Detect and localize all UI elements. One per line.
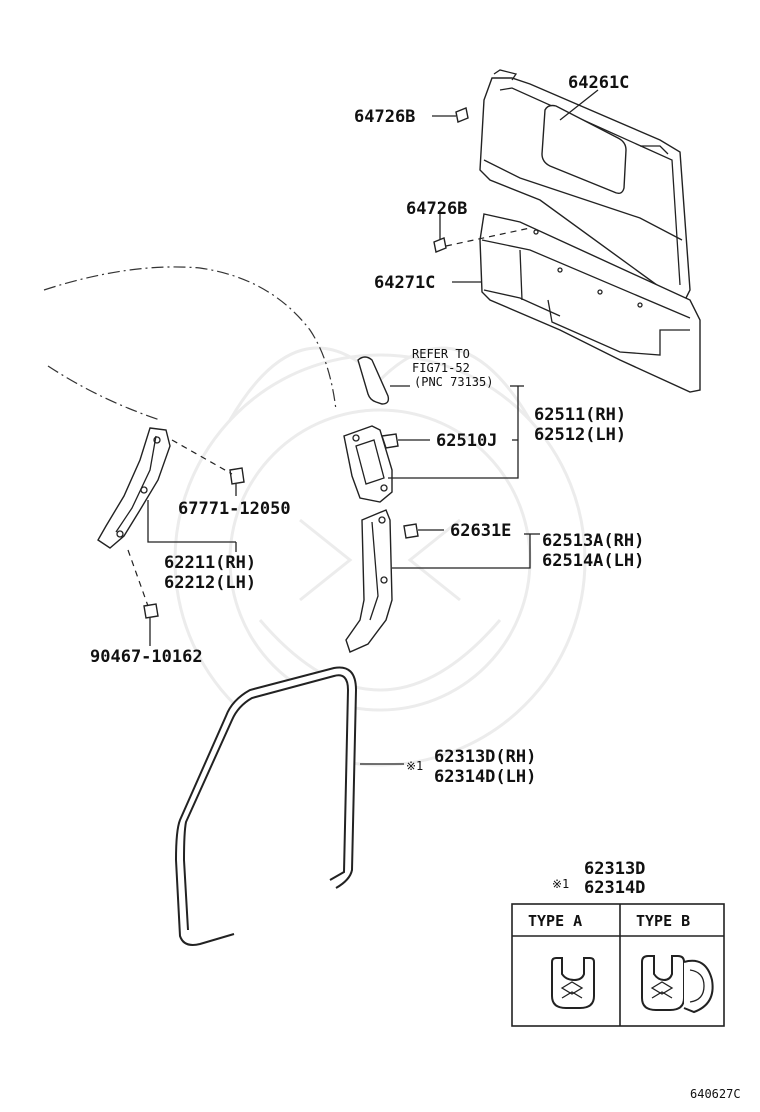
lower-panel-64271c xyxy=(479,213,701,393)
label-62631e: 62631E xyxy=(450,521,511,541)
clip-62510j xyxy=(381,433,399,449)
label-62313d: 62313D(RH) xyxy=(434,747,536,767)
label-62512: 62512(LH) xyxy=(534,425,626,445)
label-62511: 62511(RH) xyxy=(534,405,626,425)
legend-62314d: 62314D xyxy=(584,878,645,898)
label-67771: 67771-12050 xyxy=(178,499,291,519)
type-b-profile xyxy=(641,955,714,1014)
clip-67771 xyxy=(229,467,245,485)
fasteners xyxy=(143,107,469,619)
back-panel-64261c xyxy=(479,69,691,301)
label-62212: 62212(LH) xyxy=(164,573,256,593)
type-a-profile xyxy=(551,957,595,1009)
screw-64726b-lower xyxy=(433,237,447,253)
clip-62631e xyxy=(403,523,419,539)
legend-62313d: 62313D xyxy=(584,859,645,879)
label-62211: 62211(RH) xyxy=(164,553,256,573)
front-pillar-garnish xyxy=(97,427,171,549)
weatherstrip-type-legend: ※1 62313D 62314D TYPE A TYPE B xyxy=(511,859,725,1027)
clip-90467 xyxy=(143,603,159,619)
leader-lines xyxy=(127,89,599,765)
label-62513a: 62513A(RH) xyxy=(542,531,644,551)
label-64271c: 64271C xyxy=(374,273,435,293)
door-weatherstrip xyxy=(174,666,358,946)
label-62514a: 62514A(LH) xyxy=(542,551,644,571)
label-64726b-lower: 64726B xyxy=(406,199,467,219)
label-90467: 90467-10162 xyxy=(90,647,203,667)
label-64261c: 64261C xyxy=(568,73,629,93)
type-a-header: TYPE A xyxy=(528,912,582,930)
type-b-header: TYPE B xyxy=(636,912,690,930)
center-pillar-lower-garnish xyxy=(345,509,393,653)
refer-fig-text: FIG71-52 xyxy=(412,361,470,375)
refer-pnc-text: (PNC 73135) xyxy=(414,375,493,389)
roof-outline xyxy=(43,266,337,421)
label-62314d: 62314D(LH) xyxy=(434,767,536,787)
label-64726b-upper: 64726B xyxy=(354,107,415,127)
figure-id: 640627C xyxy=(690,1087,741,1101)
note-mark-1: ※1 xyxy=(406,759,423,773)
screw-64726b-upper xyxy=(455,107,469,123)
center-pillar-upper-garnish xyxy=(343,356,393,503)
label-62510j: 62510J xyxy=(436,431,497,451)
refer-to-text: REFER TO xyxy=(412,347,470,361)
legend-mark: ※1 xyxy=(552,877,569,891)
